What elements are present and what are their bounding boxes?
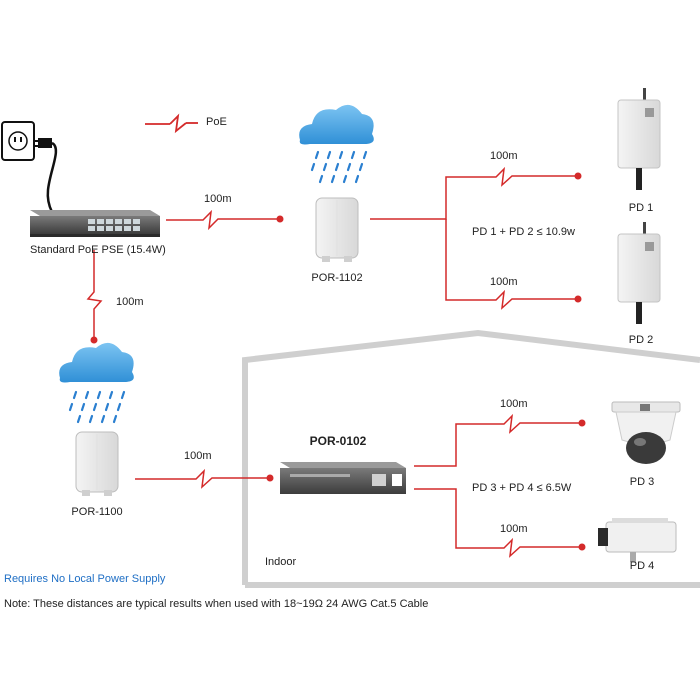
indoor-house-outline — [242, 329, 700, 588]
rain-cloud-icon — [59, 342, 134, 424]
wall-outlet-icon — [1, 121, 35, 161]
link-label-por1100-por0102: 100m — [184, 450, 212, 462]
pd3-label: PD 3 — [629, 476, 655, 488]
requires-no-power-note: Requires No Local Power Supply — [4, 573, 166, 585]
por-1100-label: POR-1100 — [71, 506, 123, 518]
power-plug-icon — [34, 138, 58, 213]
pd2-access-point-icon — [617, 222, 661, 324]
pd4-label: PD 4 — [629, 560, 655, 572]
link-label-pd4: 100m — [500, 523, 528, 535]
por-0102-label: POR-0102 — [309, 434, 367, 448]
poe-cables — [86, 166, 582, 558]
poe-switch-icon — [30, 210, 160, 237]
por-0102-device-icon — [280, 462, 406, 494]
cable-distance-note: Note: These distances are typical result… — [4, 598, 429, 610]
link-label-pd2: 100m — [490, 276, 518, 288]
pd3-pd4-budget-label: PD 3 + PD 4 ≤ 6.5W — [472, 482, 572, 494]
pse-label: Standard PoE PSE (15.4W) — [30, 244, 166, 256]
por-1100-device-icon — [75, 431, 119, 496]
pd1-label: PD 1 — [628, 202, 654, 214]
pd4-box-camera-icon — [598, 518, 677, 562]
pd1-access-point-icon — [617, 88, 661, 190]
por-1102-label: POR-1102 — [311, 272, 363, 284]
por-1102-device-icon — [315, 197, 359, 262]
pd2-label: PD 2 — [628, 334, 654, 346]
link-label-pse-por1100: 100m — [116, 296, 144, 308]
rain-cloud-icon — [299, 104, 374, 184]
poe-legend-label: PoE — [206, 116, 227, 128]
pd3-dome-camera-icon — [611, 401, 681, 464]
indoor-label: Indoor — [265, 556, 297, 568]
cable-endpoint-dots — [90, 172, 586, 551]
pd1-pd2-budget-label: PD 1 + PD 2 ≤ 10.9w — [472, 226, 575, 238]
link-label-pd1: 100m — [490, 150, 518, 162]
link-label-pse-por1102: 100m — [204, 193, 232, 205]
poe-legend-symbol — [145, 113, 198, 134]
link-label-pd3: 100m — [500, 398, 528, 410]
